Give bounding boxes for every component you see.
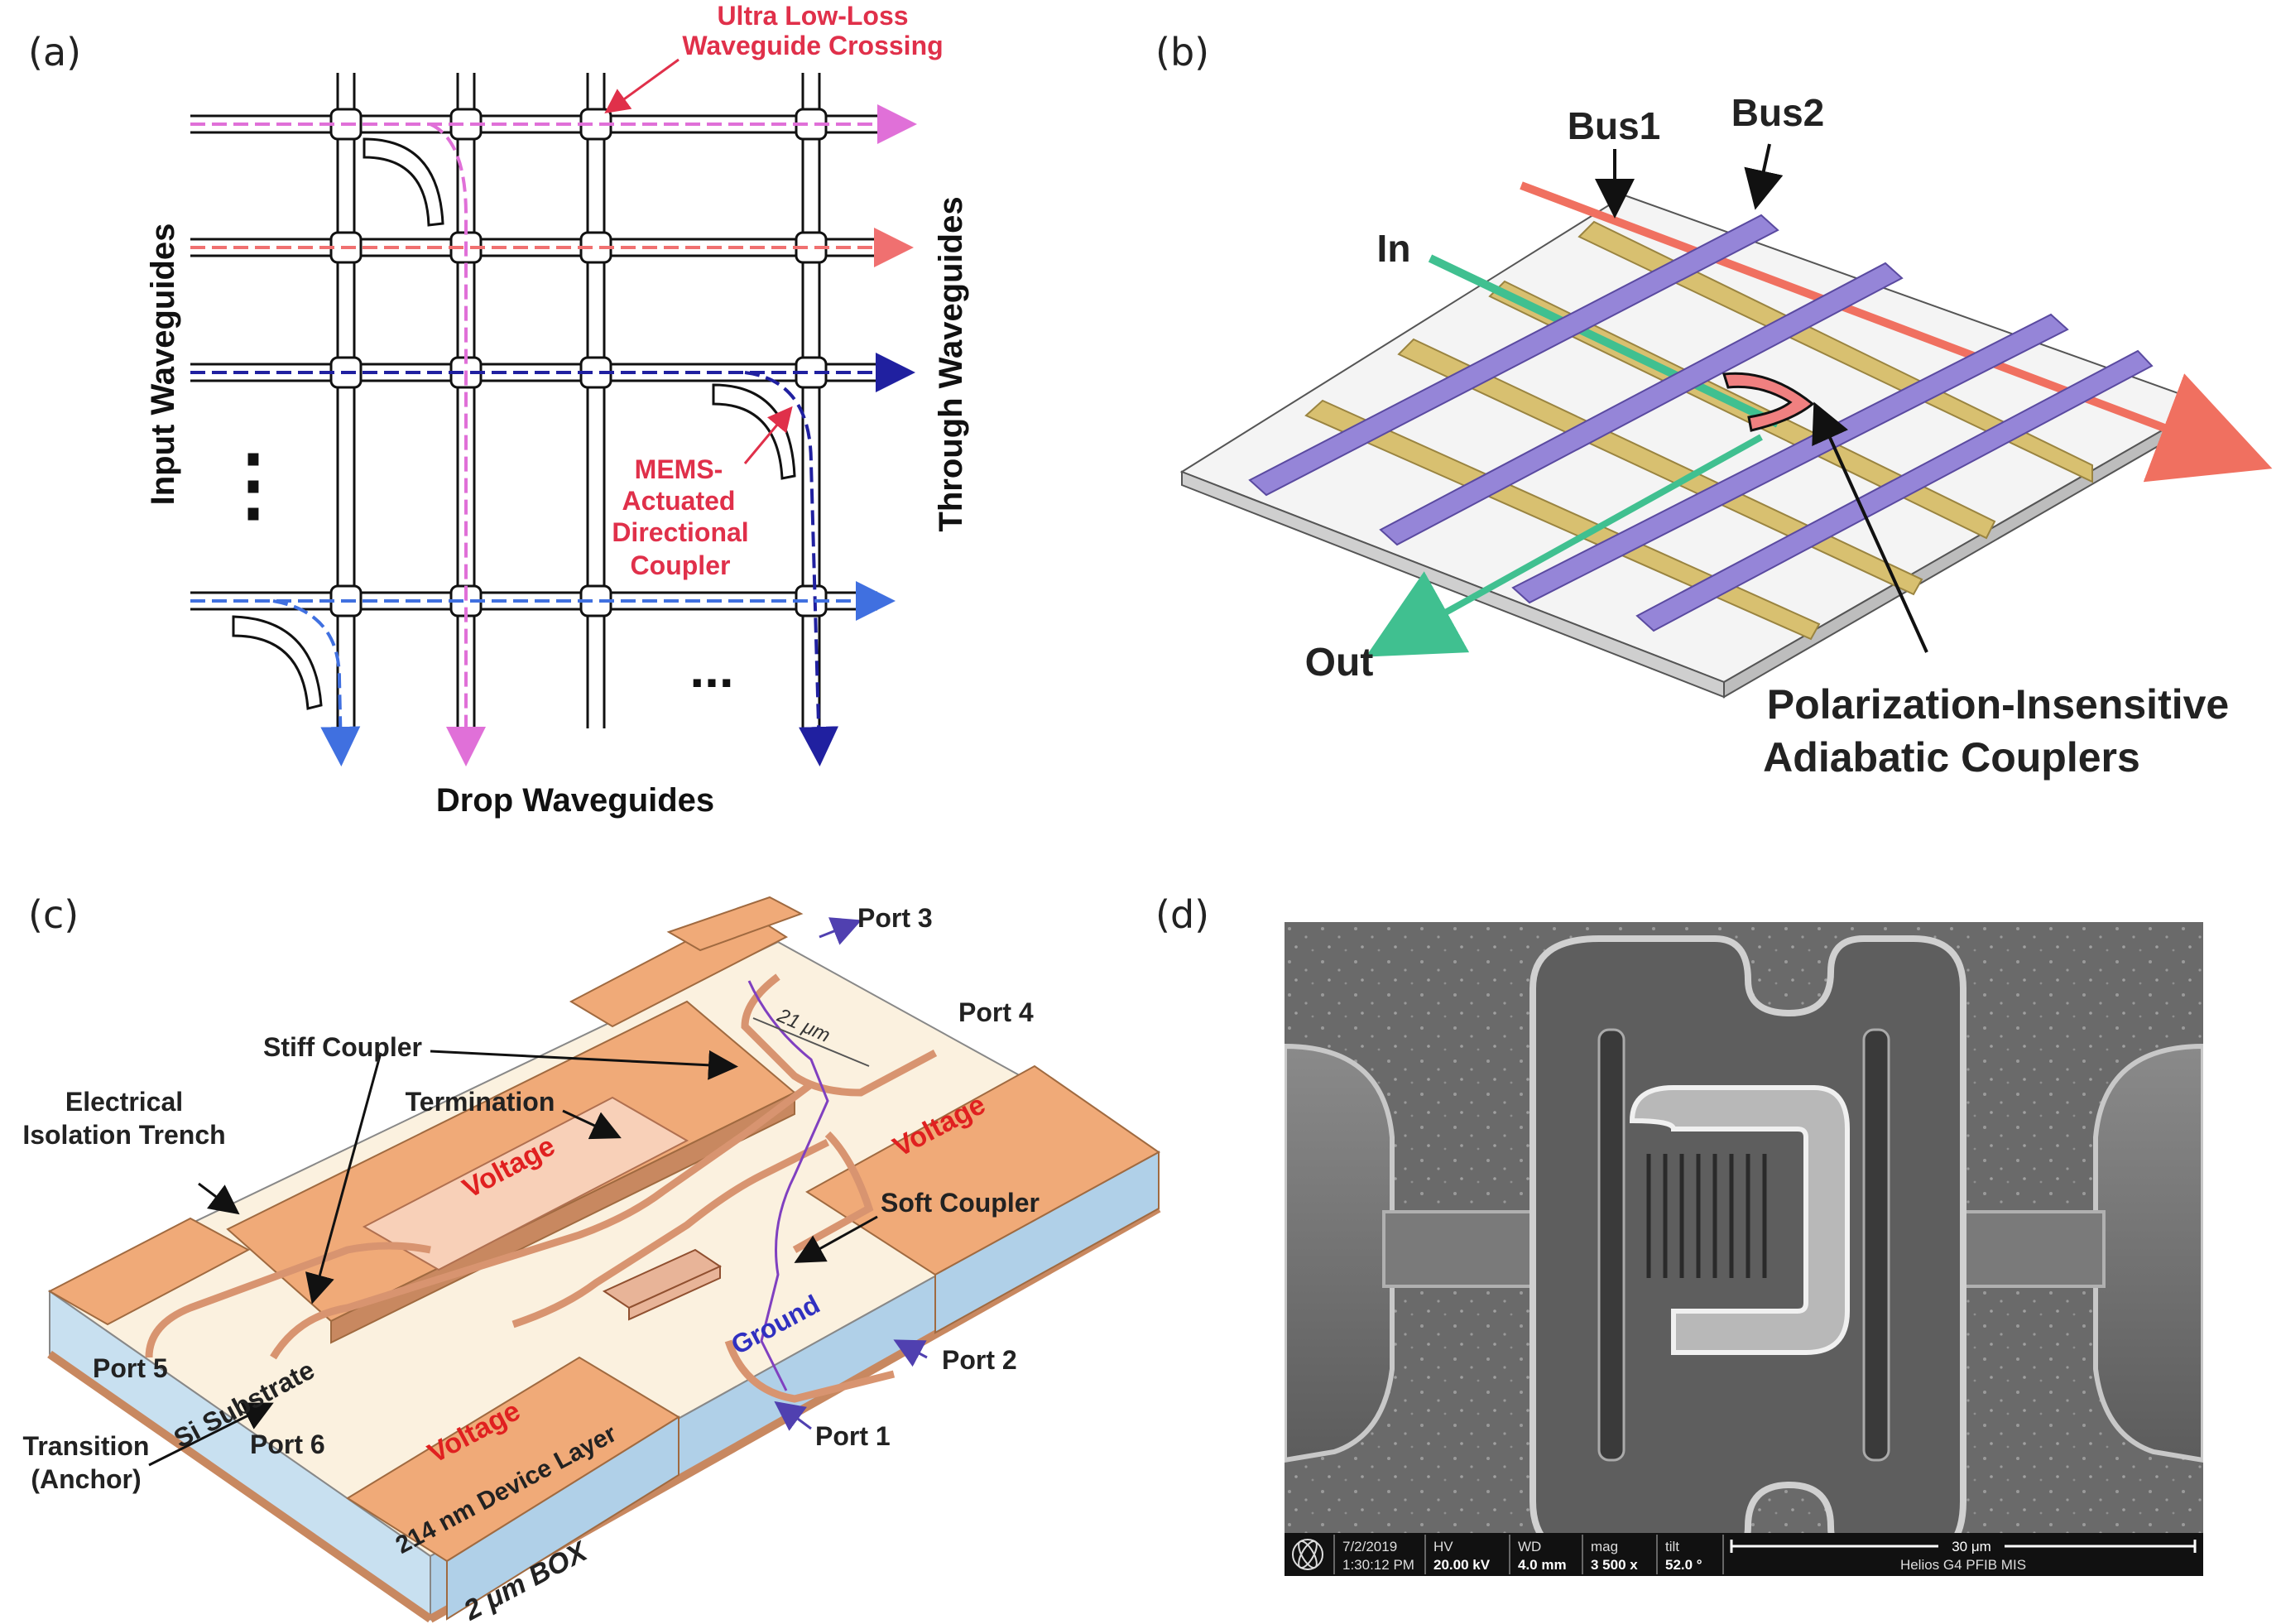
- soft-coupler-arrow: [794, 1215, 878, 1263]
- upper-bus-waveguides: [1248, 214, 2154, 632]
- right-waveguide-ridge: [2093, 1043, 2203, 1463]
- port2-arrow: [893, 1339, 928, 1367]
- sem-time: 1:30:12 PM: [1342, 1557, 1414, 1573]
- drop-waveguides-label: Drop Waveguides: [436, 782, 714, 819]
- transition-arrow: [148, 1402, 274, 1467]
- in-label: In: [1377, 227, 1411, 270]
- horizontal-ellipsis: ...: [689, 639, 733, 699]
- crossing-label-line-2: Waveguide Crossing: [682, 31, 943, 60]
- termination-label: Termination: [406, 1087, 555, 1117]
- port6-label: Port 6: [250, 1429, 325, 1459]
- out-label: Out: [1305, 641, 1374, 685]
- adiabatic-coupler-shape: [1722, 372, 1815, 432]
- panel-c-device-schematic: Port 3 Port 4 Port 2 Port 1 Port 5 Port …: [22, 896, 1161, 1624]
- bus2-arrow: [1744, 143, 1784, 210]
- trench-arrow: [198, 1182, 240, 1215]
- panel-d-letter: (d): [1155, 892, 1210, 937]
- panel-c: (c): [0, 861, 1200, 1624]
- sem-instrument: Helios G4 PFIB MIS: [1900, 1557, 2026, 1573]
- waveguide-highlight: [747, 980, 829, 1391]
- coupler-pointer-arrow: [1812, 401, 1928, 653]
- substrate-bottom-layer: [47, 1350, 433, 1623]
- crossing-pads: [329, 108, 828, 617]
- bus2-label: Bus2: [1731, 91, 1824, 134]
- mems-pointer-arrow: [743, 406, 793, 464]
- transition-label-line-1: Transition: [23, 1431, 150, 1461]
- termination-arrow: [562, 1109, 622, 1140]
- panel-d: (d): [1140, 861, 2281, 1624]
- input-waveguides-label: Input Waveguides: [145, 223, 181, 506]
- sem-mag-label: mag: [1591, 1539, 1618, 1554]
- trench-label-line-2: Isolation Trench: [22, 1120, 225, 1150]
- port3-arrow: [819, 917, 862, 945]
- waveguide-grid: [190, 73, 877, 728]
- mems-label-line-2: Actuated: [622, 486, 736, 516]
- port3-label: Port 3: [857, 903, 933, 933]
- panel-b-bus-diagram: Bus1 Bus2 In Out Polarization-Insensitiv…: [1179, 91, 2273, 781]
- sem-wd-label: WD: [1518, 1539, 1541, 1554]
- transition-label-line-2: (Anchor): [31, 1464, 141, 1494]
- vertical-ellipsis: ⋮: [214, 440, 293, 529]
- stiff-coupler-arrow-2: [430, 1050, 738, 1080]
- stiff-coupler-arrow-1: [305, 1052, 382, 1304]
- comb-fingers: [1646, 1154, 1767, 1278]
- sem-hv-label: HV: [1433, 1539, 1453, 1554]
- sem-logo-icon: [1292, 1539, 1323, 1570]
- panel-c-letter: (c): [28, 892, 79, 937]
- sem-scale-label: 30 μm: [1952, 1539, 1991, 1554]
- waveguide-network: [145, 973, 938, 1403]
- coupler-label-line-1: Polarization-Insensitive: [1767, 681, 2229, 728]
- left-bridge: [1382, 1210, 1543, 1288]
- panel-a: (a): [0, 0, 1140, 828]
- bus2-red-beam: [1520, 181, 2273, 483]
- port1-arrow: [774, 1401, 812, 1431]
- right-bridge: [1945, 1210, 2106, 1288]
- port2-label: Port 2: [942, 1345, 1017, 1375]
- crossing-pointer-arrow: [604, 58, 679, 114]
- panel-b: (b): [1140, 0, 2281, 828]
- light-path-blue: [190, 581, 896, 766]
- mems-label-line-1: MEMS-: [635, 454, 723, 484]
- light-path-magenta: [190, 104, 917, 766]
- sem-wd-value: 4.0 mm: [1518, 1557, 1567, 1573]
- port5-label: Port 5: [93, 1353, 168, 1383]
- mems-label-line-3: Directional: [612, 517, 748, 547]
- out-green-beam: [1366, 434, 1763, 657]
- sem-tilt-label: tilt: [1665, 1539, 1679, 1554]
- in-green-beam: [1428, 254, 1780, 428]
- light-path-navy: [190, 353, 915, 766]
- comb-drive: [602, 1248, 723, 1321]
- dimension-line: [752, 1017, 870, 1067]
- mems-coupler-icons: [232, 137, 796, 710]
- sem-micrograph: 7/2/2019 1:30:12 PM HV 20.00 kV WD 4.0 m…: [1285, 922, 2203, 1576]
- panel-a-switch-diagram: Ultra Low-Loss Waveguide Crossing Input …: [145, 1, 969, 819]
- crossing-label-line-1: Ultra Low-Loss: [717, 1, 908, 31]
- bus1-label: Bus1: [1568, 104, 1660, 147]
- stiff-coupler-label: Stiff Coupler: [263, 1032, 422, 1062]
- panel-b-letter: (b): [1155, 30, 1210, 74]
- voltage-pads: [47, 896, 1160, 1621]
- sem-mag-value: 3 500 x: [1591, 1557, 1638, 1573]
- sem-date: 7/2/2019: [1342, 1539, 1397, 1554]
- coupler-label-line-2: Adiabatic Couplers: [1763, 734, 2140, 781]
- panel-a-letter: (a): [28, 30, 82, 74]
- sem-info-bar: [1285, 1533, 2203, 1576]
- port1-label: Port 1: [815, 1421, 891, 1451]
- sem-tilt-value: 52.0 °: [1665, 1557, 1702, 1573]
- mems-label-line-4: Coupler: [631, 550, 731, 580]
- soft-coupler-label: Soft Coupler: [881, 1188, 1040, 1218]
- port4-label: Port 4: [958, 997, 1034, 1027]
- through-waveguides-label: Through Waveguides: [933, 196, 969, 531]
- termination-window: [362, 1096, 689, 1271]
- sem-hv-value: 20.00 kV: [1433, 1557, 1491, 1573]
- left-waveguide-ridge: [1285, 1043, 1395, 1463]
- trench-label-line-1: Electrical: [65, 1087, 183, 1117]
- u-coupler: [1629, 1085, 1850, 1355]
